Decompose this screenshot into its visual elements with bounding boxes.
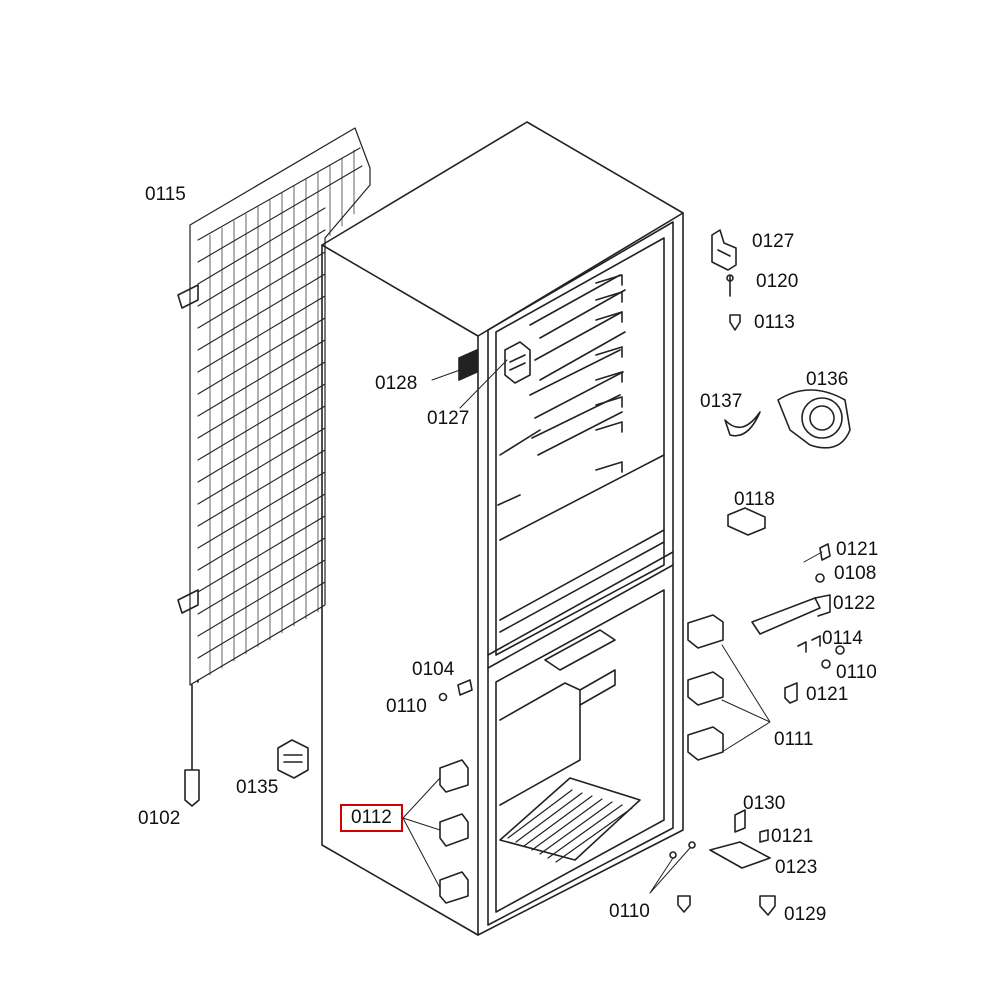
label-bottom-hinge[interactable]: 0123: [775, 857, 818, 878]
label-screw-set-left[interactable]: 0104: [412, 659, 455, 680]
label-inner-hinge[interactable]: 0127: [427, 408, 470, 429]
label-connector[interactable]: 0135: [236, 777, 279, 798]
label-washer-bottom[interactable]: 0110: [609, 901, 650, 922]
label-hinge-pin[interactable]: 0120: [756, 271, 799, 292]
label-condenser[interactable]: 0115: [145, 184, 186, 205]
label-screw-middle[interactable]: 0114: [822, 628, 863, 649]
connector-part: [277, 739, 309, 779]
cabinet-body: [321, 121, 684, 936]
right-side-parts: [669, 229, 851, 916]
label-bolt-bottom[interactable]: 0121: [771, 826, 814, 847]
condenser-coil: [177, 127, 371, 807]
highlight-box: [340, 804, 403, 832]
label-washer-left[interactable]: 0110: [386, 696, 427, 717]
label-foot[interactable]: 0129: [784, 904, 827, 925]
label-hinge-screw[interactable]: 0113: [754, 312, 795, 333]
label-top-hinge[interactable]: 0127: [752, 231, 795, 252]
label-door-bracket[interactable]: 0111: [774, 729, 814, 750]
leader-lines: [402, 359, 823, 894]
label-washer-middle[interactable]: 0110: [836, 662, 877, 683]
label-label-plate[interactable]: 0128: [375, 373, 418, 394]
label-highlighted-part[interactable]: 0112: [351, 807, 392, 828]
label-middle-hinge[interactable]: 0122: [833, 593, 876, 614]
label-switch[interactable]: 0118: [734, 489, 775, 510]
label-bolt-upper[interactable]: 0121: [836, 539, 879, 560]
label-cap[interactable]: 0130: [743, 793, 786, 814]
label-drier[interactable]: 0102: [138, 808, 181, 829]
label-bushing[interactable]: 0108: [834, 563, 877, 584]
label-fan-cover-small[interactable]: 0137: [700, 391, 743, 412]
label-fan-cover[interactable]: 0136: [806, 369, 849, 390]
label-bolt-lower[interactable]: 0121: [806, 684, 849, 705]
